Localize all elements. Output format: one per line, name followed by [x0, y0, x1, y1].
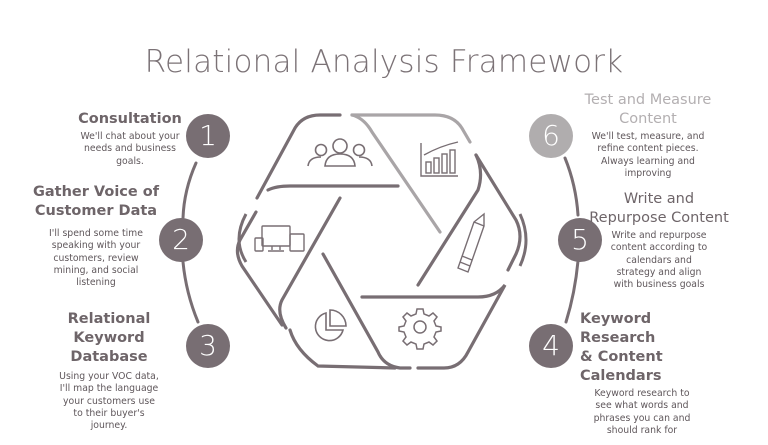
segment-gear: [360, 283, 507, 370]
step-1: Consultation We'll chat about your needs…: [70, 110, 190, 168]
step-1-heading: Consultation: [78, 111, 182, 127]
step-5: Write and Repurpose Content Write and re…: [584, 190, 734, 291]
users-icon: [307, 138, 373, 167]
connector-1-2: [181, 161, 198, 220]
segment-devices-outer: [235, 210, 284, 327]
segment-pencil-inner: [416, 153, 483, 287]
step-2-description: I'll spend some time speaking with your …: [49, 228, 143, 289]
connector-2-3: [181, 260, 200, 324]
step-5-heading: Write and Repurpose Content: [589, 191, 729, 226]
step-6-description: We'll test, measure, and refine content …: [591, 131, 705, 179]
step-5-description: Write and repurpose content according to…: [610, 230, 708, 291]
segment-users-inner: [266, 184, 400, 192]
step-6-badge: 6: [529, 114, 573, 158]
connector-6-5: [563, 156, 580, 217]
bar-chart-icon: [420, 141, 459, 177]
segment-pie-outer: [288, 328, 397, 370]
step-4-badge: 4: [529, 324, 573, 368]
step-6: Test and Measure Content We'll test, mea…: [578, 91, 718, 180]
hex-right-arc: [518, 213, 528, 267]
pencil-icon: [457, 212, 485, 273]
connector-5-4: [564, 259, 580, 324]
step-1-description: We'll chat about your needs and business…: [80, 131, 180, 167]
step-5-badge: 5: [558, 218, 602, 262]
step-3-badge: 3: [186, 324, 230, 368]
step-2-badge: 2: [159, 218, 203, 262]
gear-icon: [398, 308, 442, 350]
step-3-heading: Relational Keyword Database: [67, 311, 151, 365]
step-4-heading: Keyword Research & Content Calendars: [580, 311, 663, 384]
step-3-description: Using your VOC data, I'll map the langua…: [59, 371, 159, 432]
segment-chart-inner: [350, 113, 442, 234]
step-2: Gather Voice of Customer Data I'll spend…: [26, 183, 166, 289]
hexagon-segments: [235, 113, 522, 370]
segment-pencil-outer: [474, 153, 522, 272]
devices-icon: [254, 225, 305, 252]
left-connector-arcs: [181, 161, 200, 324]
step-4-description: Keyword research to see what words and p…: [593, 388, 691, 436]
step-2-heading: Gather Voice of Customer Data: [32, 184, 160, 219]
step-4: Keyword Research & Content Calendars Key…: [580, 310, 730, 437]
page-title: Relational Analysis Framework: [144, 44, 624, 80]
step-3: Relational Keyword Database Using your V…: [34, 310, 184, 432]
segment-users-outer: [255, 113, 342, 200]
segment-chart-outer: [350, 113, 472, 144]
right-connector-arcs: [563, 156, 580, 324]
step-6-heading: Test and Measure Content: [584, 92, 712, 127]
segment-devices-inner: [278, 196, 342, 330]
pie-chart-icon: [314, 309, 347, 342]
segment-pie-inner: [321, 252, 412, 370]
step-1-badge: 1: [186, 114, 230, 158]
